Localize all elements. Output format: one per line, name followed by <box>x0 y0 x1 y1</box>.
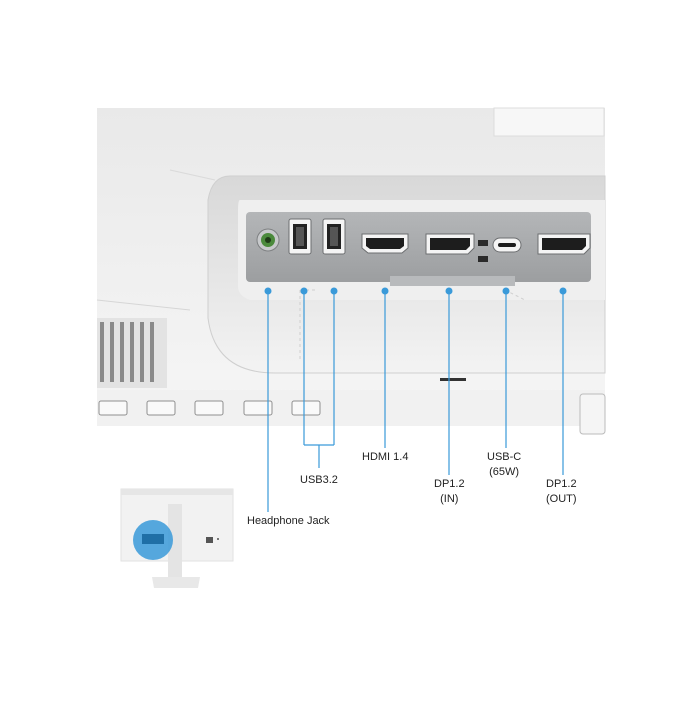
callout-lines <box>267 291 564 512</box>
usbc-label-line1: USB-C <box>487 451 522 463</box>
control-buttons <box>98 400 321 416</box>
dp-out-label-line2: (OUT) <box>546 493 577 505</box>
dp-in-label-line1: DP1.2 <box>434 478 465 490</box>
hdmi-label: HDMI 1.4 <box>362 451 409 463</box>
usb-c-port-icon <box>492 237 522 253</box>
usbc-label-line2: (65W) <box>489 466 520 478</box>
headphone-jack-label: Headphone Jack <box>247 515 330 527</box>
dp-out-label: DP1.2 (OUT) <box>546 477 577 507</box>
dp-out-label-line1: DP1.2 <box>546 478 577 490</box>
port-marker-icon <box>478 240 488 262</box>
displayport-out-icon <box>537 233 591 255</box>
vent-grille <box>97 318 167 388</box>
usb-a-port-1-icon <box>288 218 312 255</box>
usb32-label: USB3.2 <box>300 474 338 486</box>
headphone-jack-icon <box>256 228 280 252</box>
hdmi-port-icon <box>361 233 409 254</box>
dp-in-label-line2: (IN) <box>440 493 459 505</box>
usb-a-port-2-icon <box>322 218 346 255</box>
dp-in-label: DP1.2 (IN) <box>434 477 465 507</box>
monitor-thumbnail <box>120 488 234 588</box>
displayport-in-icon <box>425 233 475 255</box>
usbc-label: USB-C (65W) <box>487 450 521 480</box>
callout-dots <box>264 287 567 295</box>
